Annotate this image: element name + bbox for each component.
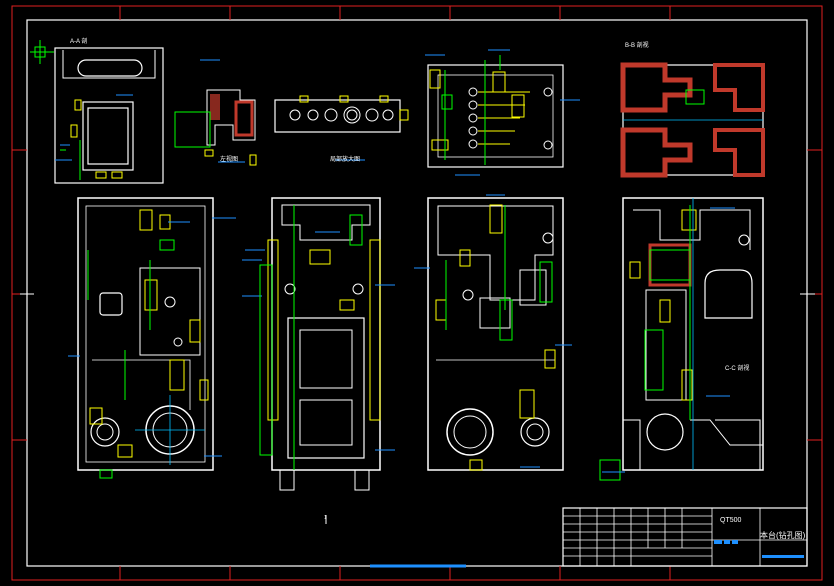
view-label-a: A-A 剖 [70, 39, 88, 45]
crosshair-icon [30, 40, 54, 64]
view-large-3 [414, 194, 572, 471]
view-large-4 [599, 197, 764, 481]
view-small-section [174, 59, 257, 166]
title-block-material: QT500 [720, 517, 742, 524]
sheet-border [11, 5, 823, 581]
view-large-1 [68, 197, 262, 479]
view-top-left [54, 47, 164, 184]
view-large-2 [245, 197, 395, 491]
title-block [562, 507, 808, 567]
view-top-center-right [425, 49, 580, 176]
view-label-small-1: 左视图 [220, 157, 239, 163]
view-label-side: C-C 剖视 [725, 366, 750, 372]
marker-label: 1 [324, 515, 327, 521]
view-hole-strip [274, 95, 409, 161]
view-top-right-section [620, 62, 765, 178]
view-label-small-2: 局部放大图 [330, 157, 361, 163]
view-label-b: B-B 剖视 [625, 43, 649, 49]
title-block-drawing-title: 本台(钻孔图) [760, 531, 806, 540]
